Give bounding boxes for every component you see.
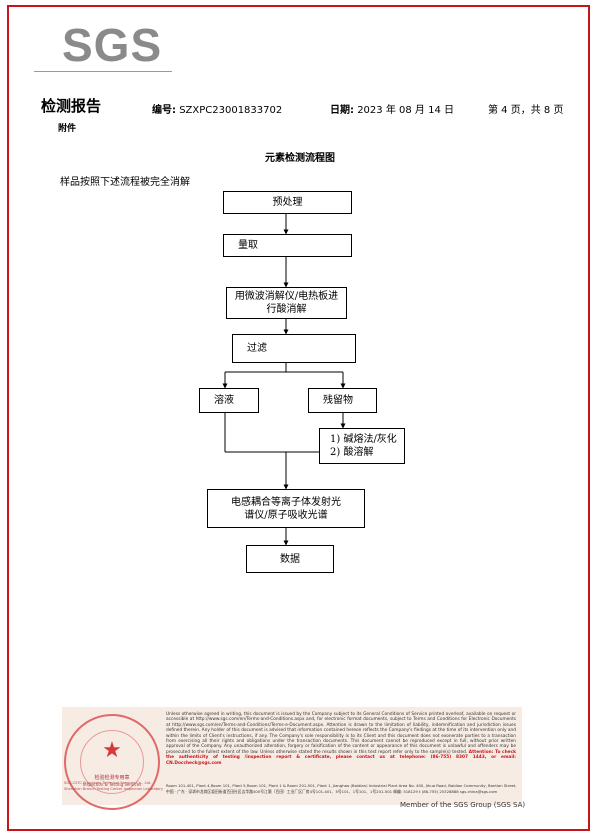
sgs-logo: SGS [62,19,163,71]
legal-disclaimer: Unless otherwise agreed in writing, this… [166,712,516,766]
step-residue-methods: 1) 碱熔法/灰化 2) 酸溶解 [319,428,405,464]
number-label: 编号: [152,105,176,116]
step-pretreatment: 预处理 [223,191,352,214]
stamp-line: Shenzhen Branch Testing Center Inspectio… [64,787,163,791]
logo-underline [34,71,172,72]
stamp-line: SGS-CSTC Standards Technical Services Co… [64,781,152,785]
seal-text: 检验检测专用章 [94,775,130,781]
residue-method-1: 1) 碱熔法/灰化 [330,434,397,445]
number-value: SZXPC23001833702 [179,105,283,116]
step-measure: 量取 [223,234,352,257]
step-filter: 过滤 [232,334,356,363]
legal-text: Unless otherwise agreed in writing, this… [166,712,516,755]
step-solution: 溶液 [199,388,259,413]
star-icon: ★ [102,738,122,763]
page-indicator: 第 4 页，共 8 页 [488,105,564,116]
digestion-line-2: 行酸消解 [266,304,307,315]
flowchart-title: 元素检测流程图 [265,153,335,164]
inspection-seal: ★ 检验检测专用章 Inspection & Testing Services [64,714,160,810]
icp-line-2: 谱仪/原子吸收光谱 [244,509,328,521]
residue-method-2: 2) 酸溶解 [330,447,374,458]
address-en: Room 101-401, Plant 4,Room 101, Plant 5,… [166,783,516,788]
member-statement: Member of the SGS Group (SGS SA) [400,801,526,809]
attachment-label: 附件 [58,124,77,134]
footer-address: Room 101-401, Plant 4,Room 101, Plant 5,… [166,783,516,795]
step-data: 数据 [246,545,334,573]
step-residue: 残留物 [308,388,377,413]
authenticity-notice: Attention: To check the authenticity of … [166,749,516,766]
report-date: 日期: 2023 年 08 月 14 日 [330,101,454,116]
stamp-lines: SGS-CSTC Standards Technical Services Co… [64,780,174,792]
date-value: 2023 年 08 月 14 日 [357,105,454,116]
report-number: 编号: SZXPC23001833702 [152,101,282,116]
seal-inner-ring [80,730,144,794]
seal-subtext: Inspection & Testing Services [82,782,142,787]
step-acid-digestion: 用微波消解仪/电热板进 行酸消解 [226,287,347,319]
page-border [7,5,590,831]
date-label: 日期: [330,105,354,116]
report-title: 检测报告 [41,97,102,115]
icp-line-1: 电感耦合等离子体发射光 [231,496,341,508]
flowchart-intro: 样品按照下述流程被完全消解 [60,177,190,188]
digestion-line-1: 用微波消解仪/电热板进 [234,291,339,302]
step-icp-analysis: 电感耦合等离子体发射光 谱仪/原子吸收光谱 [207,489,365,528]
address-cn: 中国 · 广东 · 深圳市龙岗区坂田街道百田社区吉华路400号江灏（百田）工业厂… [166,789,498,794]
